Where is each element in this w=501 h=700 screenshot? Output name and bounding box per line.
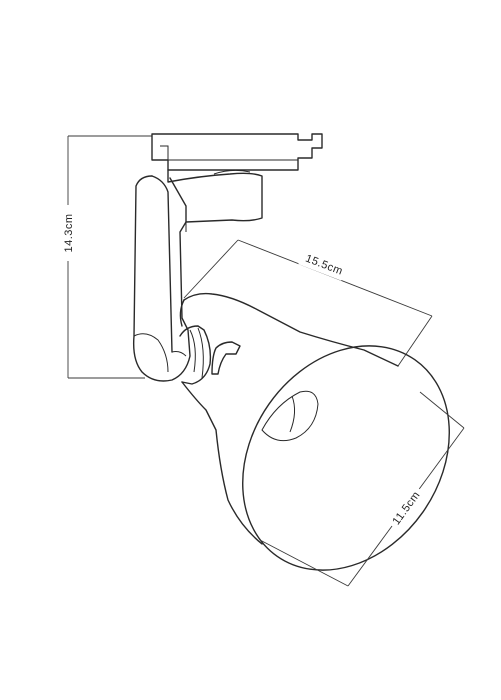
height-label-bg [58, 205, 78, 261]
length-dimension: 15.5cm [183, 239, 433, 367]
diameter-dimension: 11.5cm [259, 391, 465, 587]
socket-detail [289, 395, 296, 433]
lamp-body [179, 292, 399, 545]
height-dimension: 14.3cm [58, 135, 152, 379]
support-arm [132, 175, 191, 382]
diameter-extension-top [419, 391, 465, 429]
diameter-extension-bottom [259, 539, 349, 587]
height-label: 14.3cm [63, 213, 75, 252]
reflector [242, 345, 450, 571]
lamp-socket [261, 390, 319, 442]
length-label-bg [298, 247, 348, 281]
track-adapter [151, 133, 323, 171]
mounting-block [167, 169, 263, 232]
reflector-rim [242, 345, 450, 571]
length-extension-left [183, 239, 239, 299]
pivot-joint [179, 325, 241, 385]
length-extension-right [397, 315, 433, 367]
diameter-label-bg [384, 483, 426, 531]
